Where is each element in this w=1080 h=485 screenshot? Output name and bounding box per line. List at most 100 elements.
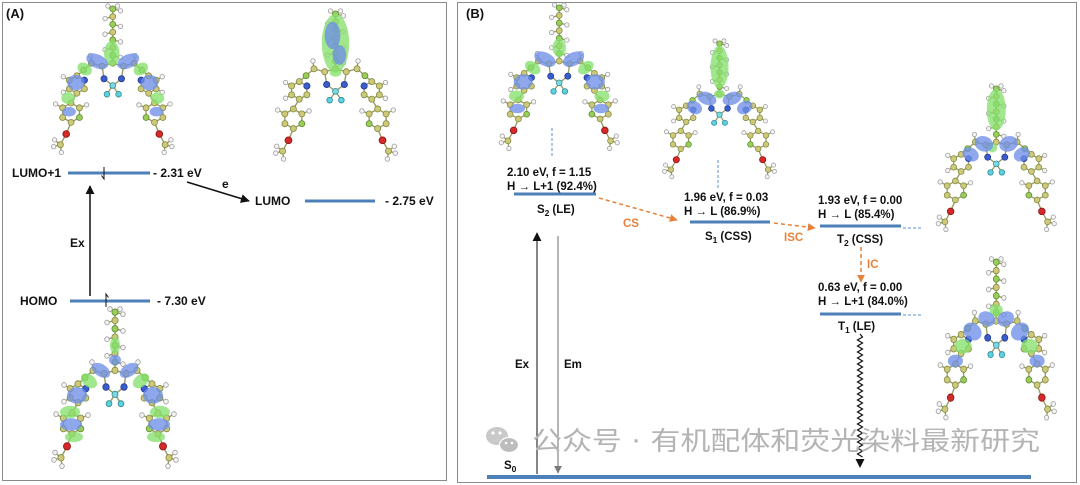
state-t1: 0.63 eV, f = 0.00 H → L+1 (84.0%) T1(LE) xyxy=(818,282,908,335)
state-s1-symbol: S xyxy=(705,231,713,243)
orbital-lobe-blue xyxy=(593,103,609,114)
orbital-lobe-green xyxy=(578,60,594,75)
orbital-lobe-green xyxy=(710,45,729,89)
orbital-lobe-blue xyxy=(513,74,533,90)
watermark-text: 公众号 · 有机配体和荧光染料最新研究 xyxy=(532,427,1040,457)
excitation-a: Ex xyxy=(70,185,95,296)
molecule-orbital-lumo-plus1 xyxy=(50,3,175,156)
state-t1-character: (LE) xyxy=(853,321,876,333)
ground-state-symbol: S xyxy=(504,460,512,472)
process-charge-separation: CS xyxy=(598,197,678,230)
level-lumo-plus1-energy: - 2.31 eV xyxy=(153,166,202,180)
orbital-lobe-blue xyxy=(697,91,717,106)
state-t2-index: 2 xyxy=(844,238,849,248)
state-s2-symbol: S xyxy=(537,204,545,216)
level-homo: HOMO - 7.30 eV xyxy=(20,292,206,308)
process-emission: Em xyxy=(554,236,582,474)
orbital-lobe-green xyxy=(508,90,525,102)
orbital-lobe-green xyxy=(986,88,1006,131)
process-intersystem-crossing: ISC xyxy=(773,222,816,244)
process-internal-conversion: IC xyxy=(857,247,879,283)
molecule-orbital-homo xyxy=(50,305,180,470)
state-s1: 1.96 eV, f = 0.03 H → L (86.9%) S1(CSS) xyxy=(684,192,770,245)
orbital-lobe-blue xyxy=(999,136,1018,152)
state-t1-transition: H → L+1 (84.0%) xyxy=(818,296,908,308)
electron-spin-down-arrow xyxy=(101,167,105,181)
orbital-lobe-blue xyxy=(140,74,159,91)
level-lumo-energy: - 2.75 eV xyxy=(385,194,434,208)
orbital-lobe-green xyxy=(132,373,150,389)
state-t1-symbol: T xyxy=(838,321,845,333)
state-s1-character: (CSS) xyxy=(720,231,751,243)
state-t1-label: T1(LE) xyxy=(838,321,875,335)
electron-transfer-label: e xyxy=(222,177,229,191)
orbital-lobe-green xyxy=(147,431,165,443)
orbital-lobe-blue xyxy=(562,51,585,67)
orbital-lobe-blue xyxy=(1010,322,1030,341)
state-s2-energy: 2.10 eV, f = 1.15 xyxy=(507,167,592,179)
orbital-lobe-blue xyxy=(737,100,753,115)
molecule-state-t2 xyxy=(935,83,1058,233)
orbital-lobe-blue xyxy=(947,354,963,368)
state-t2-character: (CSS) xyxy=(852,234,883,246)
orbital-lobe-green xyxy=(329,68,342,77)
orbital-lobe-green xyxy=(524,60,541,75)
orbital-lobe-blue xyxy=(1013,147,1031,162)
orbital-lobe-blue xyxy=(997,311,1015,327)
orbital-lobe-green xyxy=(104,40,120,67)
ground-state-index: 0 xyxy=(512,464,517,474)
panel-a-label: (A) xyxy=(6,6,24,21)
orbital-lobe-green xyxy=(150,92,165,104)
orbital-lobe-green xyxy=(60,405,80,419)
level-lumo-name: LUMO xyxy=(255,194,290,208)
orbital-lobe-green xyxy=(150,405,170,419)
level-homo-energy: - 7.30 eV xyxy=(157,294,206,308)
nonradiative-decay-arrowhead xyxy=(855,459,865,468)
state-s2-character: (LE) xyxy=(552,204,575,216)
orbital-lobe-blue xyxy=(509,103,526,114)
electron-transfer: e xyxy=(186,177,250,203)
level-lumo-plus1-name: LUMO+1 xyxy=(12,166,61,180)
molecule-state-s1 xyxy=(661,38,778,180)
orbital-lobe-blue xyxy=(332,45,347,65)
molecule-state-t1 xyxy=(935,255,1058,421)
orbital-lobe-blue xyxy=(117,53,140,70)
state-s2-index: 2 xyxy=(545,208,550,218)
orbital-lobe-green xyxy=(989,304,1003,317)
state-t2-symbol: T xyxy=(837,234,844,246)
charge-separation-label: CS xyxy=(623,218,639,230)
orbital-lobe-green xyxy=(110,337,120,354)
process-excitation: Ex xyxy=(515,232,542,474)
orbital-lobe-blue xyxy=(974,136,994,152)
wechat-icon xyxy=(486,427,520,454)
state-t2-label: T2(CSS) xyxy=(837,234,883,248)
orbital-lobe-green xyxy=(61,92,75,104)
orbital-lobe-blue xyxy=(722,91,742,106)
state-s1-transition: H → L (86.9%) xyxy=(684,206,761,218)
nonradiative-decay-wavy-arrow xyxy=(856,333,864,458)
orbital-lobe-blue xyxy=(67,74,85,91)
orbital-lobe-blue xyxy=(91,362,111,378)
level-lumo: LUMO - 2.75 eV xyxy=(255,194,434,208)
orbital-lobe-green xyxy=(714,89,725,99)
orbital-lobe-blue xyxy=(86,53,109,70)
state-t2: 1.93 eV, f = 0.00 H → L (85.4%) T2(CSS) xyxy=(818,195,902,248)
orbital-lobe-blue xyxy=(62,106,76,117)
orbital-lobe-green xyxy=(133,62,149,76)
state-t2-transition: H → L (85.4%) xyxy=(818,209,895,221)
watermark: 公众号 · 有机配体和荧光染料最新研究 xyxy=(486,427,1040,457)
nonradiative-decay xyxy=(855,333,865,468)
orbital-lobe-green xyxy=(954,338,972,354)
orbital-lobe-blue xyxy=(67,387,87,404)
orbital-lobe-blue xyxy=(143,387,163,404)
orbital-lobe-blue xyxy=(963,322,982,341)
state-s1-energy: 1.96 eV, f = 0.03 xyxy=(684,192,768,204)
orbital-lobe-blue xyxy=(119,362,139,378)
orbital-lobe-blue xyxy=(686,100,702,115)
ground-state-label: S0 xyxy=(504,460,517,474)
level-homo-name: HOMO xyxy=(20,294,57,308)
orbital-lobe-blue xyxy=(149,106,164,117)
excitation-label-b: Ex xyxy=(515,359,530,371)
state-t1-index: 1 xyxy=(845,325,850,335)
orbital-lobe-blue xyxy=(978,311,996,327)
